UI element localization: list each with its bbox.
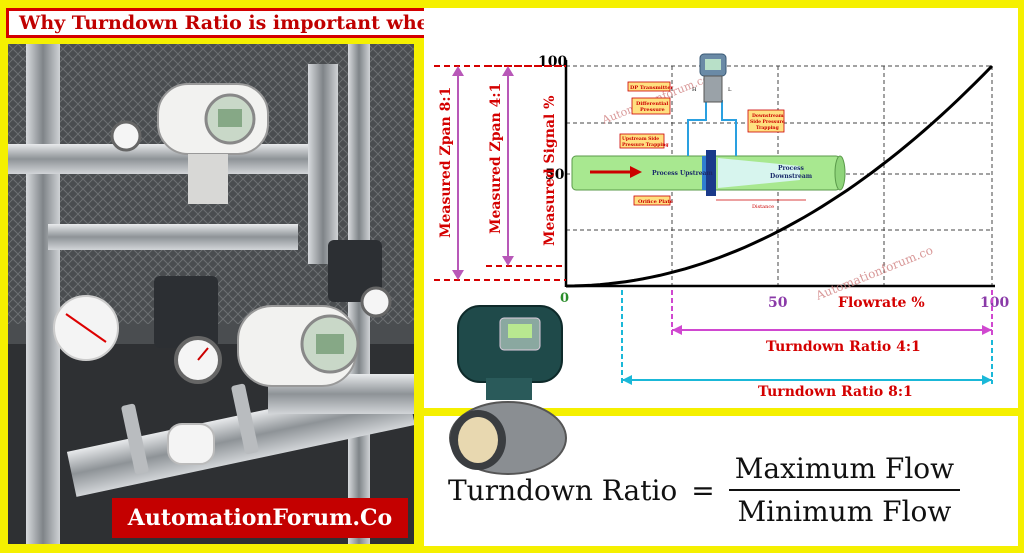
impulse-line-low [721,100,737,156]
span-8-arrowhead-bottom [452,270,464,280]
origin-label: 0 [560,291,569,306]
flowmeter-neck [486,378,532,400]
upstream-trapping-text-1: Upstream Side [622,136,659,142]
fraction-bar [728,489,961,491]
inset-process-upstream: Process Upstream [652,170,713,177]
signal-curve [565,64,994,288]
inset-pipe-end [834,155,846,191]
span-4-arrowhead-top [502,66,514,76]
formula-fraction: Maximum Flow Minimum Flow [728,452,961,528]
dp-transmitter-display [705,59,721,70]
distance-text: Distance [752,204,774,210]
y-axis-label: Measured Signal % [542,96,558,246]
downstream-trapping-tag [747,109,785,133]
td8-arrowhead-left [622,375,632,385]
turndown-formula: Turndown Ratio = Maximum Flow Minimum Fl… [448,452,961,528]
td4-arrowhead-right [982,325,992,335]
y-tick-50: 50 [545,167,565,183]
downstream-trapping-text-3: Trapping [756,125,780,131]
td8-arrowhead-right [982,375,992,385]
span-4-arrowhead-bottom [502,256,514,266]
y-tick-100: 100 [538,54,567,70]
span-8-arrowhead-top [452,66,464,76]
dp-inset-diagram: Process Upstream Process Downstream H L … [571,53,846,210]
formula-denominator: Minimum Flow [737,495,952,528]
span-4-label: Measured Zpan 4:1 [488,83,504,234]
inset-flow-cone [718,158,800,188]
turndown-8-label: Turndown Ratio 8:1 [758,384,913,400]
inset-process-downstream-2: Downstream [770,173,813,180]
flow-meter-illustration [8,44,414,544]
upstream-trapping-text-2: Pressure Trapping [622,142,669,148]
span-8-label: Measured Zpan 8:1 [438,87,454,238]
differential-pressure-tag [631,97,671,115]
dp-transmitter-text: DP Transmitter [630,85,674,91]
dp-transmitter-tag [627,81,671,92]
downstream-trapping-text-1: Downstream [752,113,784,119]
flow-arrow-head [630,166,642,178]
upstream-trapping-tag [619,133,665,149]
flowmeter-screen [508,324,532,338]
orifice-plate-text: Orifice Plate [638,199,673,205]
x-tick-100: 100 [980,295,1009,311]
orifice-plate-edge [702,156,706,190]
td4-arrowhead-left [672,325,682,335]
turndown-4-label: Turndown Ratio 4:1 [766,339,921,355]
dp-transmitter-body [703,75,723,103]
x-axis-label: Flowrate % [838,295,925,311]
flowmeter-bore-liner [458,417,498,463]
inset-h-label: H [692,87,697,93]
impulse-line-high [687,100,707,156]
downstream-trapping-text-2: Side Pressure [750,119,785,125]
orifice-plate-shape [706,150,716,196]
inset-l-label: L [728,87,732,93]
differential-pressure-text-2: Pressure [640,107,665,113]
flow-meter-photo [8,44,414,544]
inset-process-downstream-1: Process [778,165,805,172]
brand-banner: AutomationForum.Co [112,498,408,538]
orifice-plate-tag [633,195,671,206]
formula-equals: = [691,473,715,507]
formula-numerator: Maximum Flow [734,452,955,485]
differential-pressure-text-1: Differential [636,101,668,107]
formula-lhs: Turndown Ratio [448,473,678,507]
x-tick-50: 50 [768,295,788,311]
magnetic-flowmeter-image [449,305,567,475]
